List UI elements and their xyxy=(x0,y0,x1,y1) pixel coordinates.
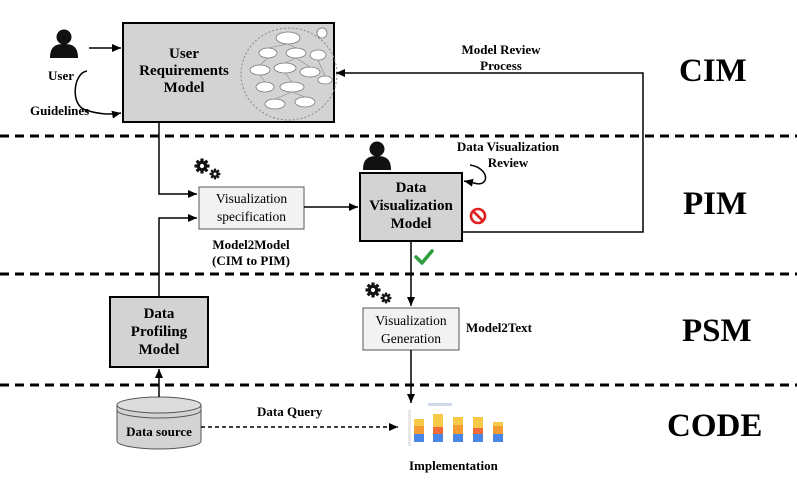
gears-icon xyxy=(194,158,221,180)
user-requirements-model-label: User Requirements Model xyxy=(139,46,229,96)
data-visualization-review-label: Data Visualization Review xyxy=(456,139,560,170)
reject-icon xyxy=(469,207,487,225)
level-code-label: CODE xyxy=(667,408,763,444)
data-visualization-model-box xyxy=(359,172,463,242)
level-cim-label: CIM xyxy=(679,53,747,89)
requirements-model-thumbnail xyxy=(240,27,338,121)
arrow-model-review-process xyxy=(336,69,644,233)
level-pim-label: PIM xyxy=(683,186,748,222)
data-query-label: Data Query xyxy=(257,404,323,419)
gears-icon xyxy=(365,282,392,304)
implementation-label: Implementation xyxy=(409,458,498,473)
bar-chart-icon xyxy=(408,403,503,446)
guidelines-label: Guidelines xyxy=(30,103,90,118)
data-source-label: Data source xyxy=(126,424,192,439)
accept-check-icon xyxy=(414,249,434,265)
data-visualization-model-label: Data Visualization Model xyxy=(369,180,453,232)
level-separators xyxy=(0,134,797,387)
level-psm-label: PSM xyxy=(682,313,752,349)
arrows xyxy=(74,44,644,431)
data-profiling-model-box xyxy=(109,296,209,368)
visualization-specification-box xyxy=(198,186,305,230)
model2text-label: Model2Text xyxy=(466,320,532,335)
arrow-dv-review-loop xyxy=(463,164,487,187)
user-label: User xyxy=(48,68,74,83)
designer-user-icon xyxy=(363,141,391,170)
arrow-requirements-to-spec xyxy=(158,122,197,198)
data-source-cylinder xyxy=(116,396,202,450)
arrow-profiling-to-spec xyxy=(158,214,197,297)
user-icon xyxy=(50,29,78,58)
visualization-generation-label: Visualization Generation xyxy=(375,313,447,346)
model2model-label: Model2Model (CIM to PIM) xyxy=(212,237,290,268)
visualization-generation-box xyxy=(362,307,460,351)
data-profiling-model-label: Data Profiling Model xyxy=(130,306,188,358)
visualization-specification-label: Visualization specification xyxy=(215,191,288,224)
arrow-guidelines-loop xyxy=(74,70,122,119)
model-review-process-label: Model Review Process xyxy=(461,42,541,73)
